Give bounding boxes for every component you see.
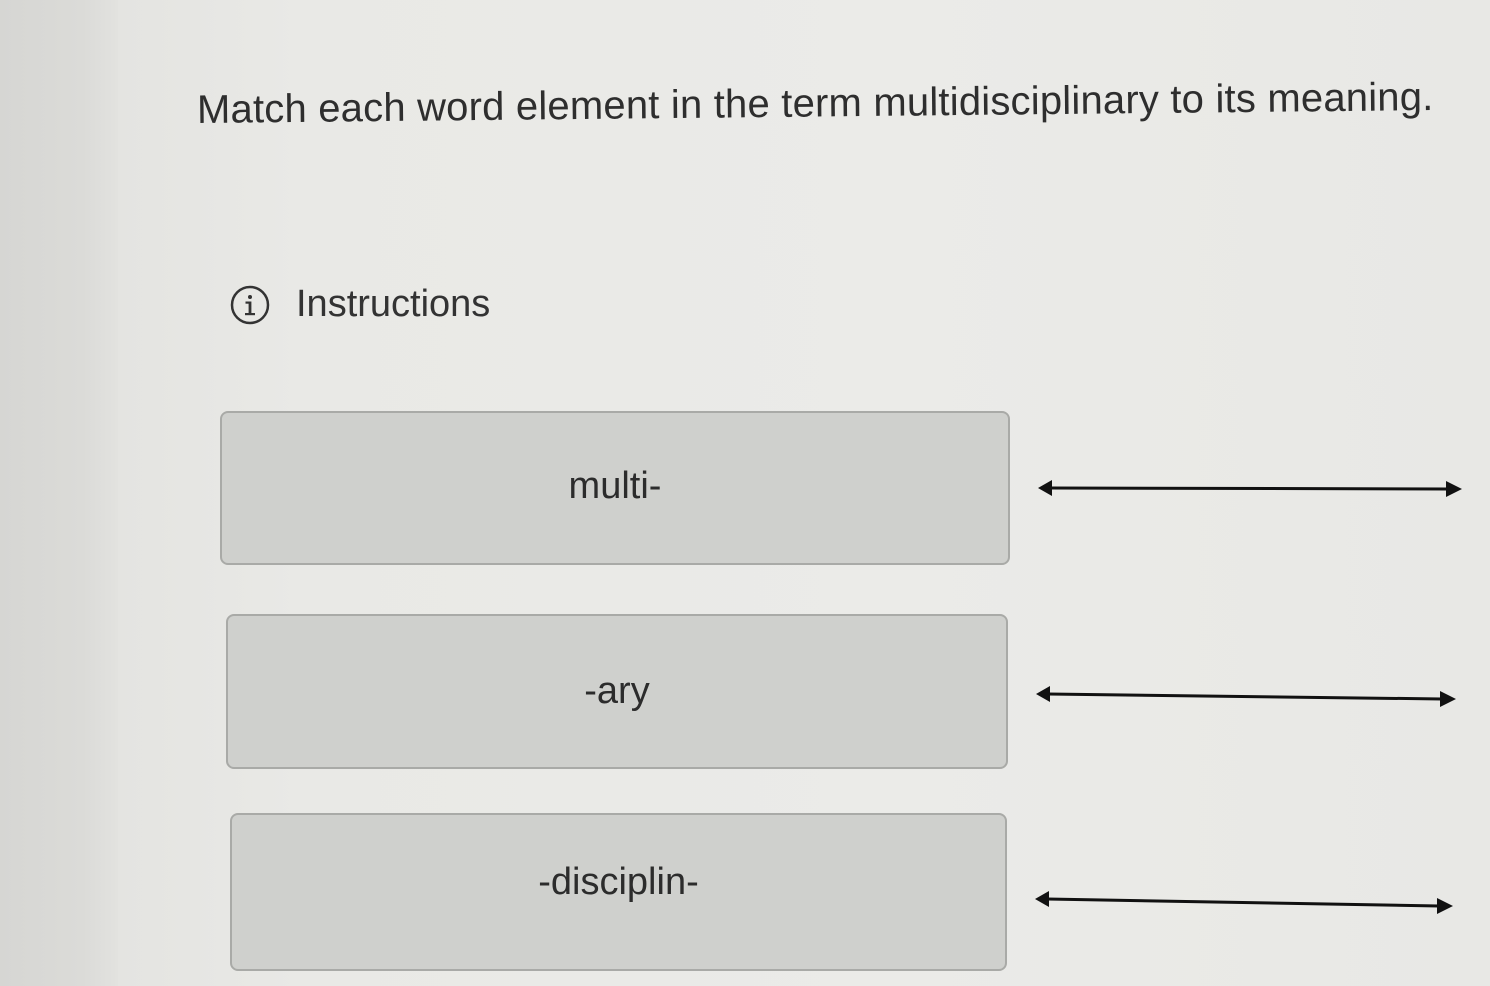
double-arrow-icon (1036, 686, 1456, 707)
question-prompt: Match each word element in the term mult… (196, 75, 1434, 132)
double-arrow-icon (1035, 891, 1453, 914)
term-card-disciplin[interactable]: -disciplin- (230, 813, 1007, 971)
instructions-label: Instructions (296, 283, 491, 325)
info-icon (230, 285, 270, 324)
term-label: -ary (584, 670, 650, 712)
term-label: -disciplin- (538, 860, 699, 903)
instructions-toggle[interactable]: Instructions (230, 283, 490, 326)
left-margin (0, 0, 118, 986)
term-label: multi- (568, 464, 662, 507)
term-card-ary[interactable]: -ary (226, 614, 1008, 769)
double-arrow-icon (1038, 480, 1462, 497)
term-card-multi[interactable]: multi- (220, 411, 1010, 565)
